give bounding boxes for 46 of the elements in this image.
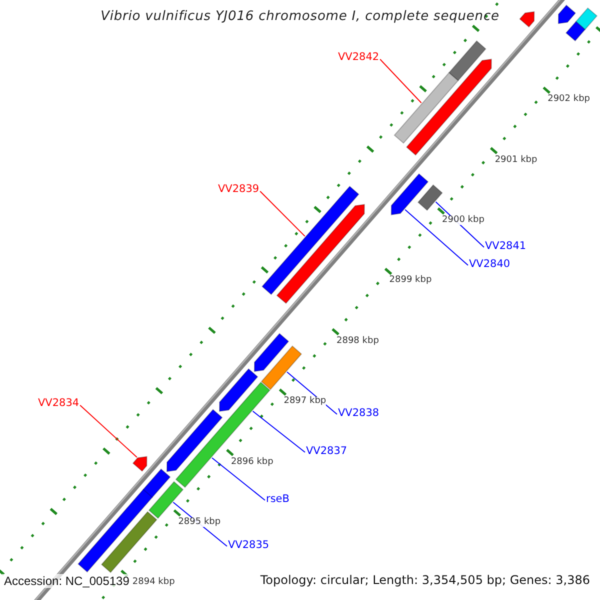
accession-text: Accession: NC_005139 (2, 574, 132, 588)
gene-feature (390, 173, 429, 216)
tick-label: 2899 kbp (389, 276, 432, 286)
tick-label: 2895 kbp (178, 518, 221, 527)
gene-feature (394, 72, 459, 144)
gene-label: VV2839 (218, 184, 260, 194)
gene-feature (417, 184, 443, 211)
gene-label: VV2838 (338, 408, 380, 418)
leader-line (404, 209, 468, 266)
leader-line (260, 190, 306, 237)
gene-feature (575, 7, 598, 30)
gene-label: rseB (266, 494, 290, 504)
gene-label: VV2837 (306, 446, 348, 456)
gene-feature (448, 40, 486, 82)
tick-label: 2896 kbp (230, 458, 274, 467)
gene-label: VV2841 (485, 241, 526, 252)
tick-label: 2898 kbp (336, 336, 379, 346)
gene-feature (406, 58, 492, 156)
gene-feature (260, 345, 302, 390)
leader-line (380, 58, 422, 104)
title: Vibrio vulnificus YJ016 chromosome I, complete sequence (100, 10, 500, 23)
tick-label: 2900 kbp (442, 216, 484, 225)
gene-feature (254, 332, 290, 372)
gene-feature (132, 456, 148, 472)
gene-feature (276, 204, 365, 304)
gene-feature (565, 20, 586, 42)
gene-label: VV2834 (38, 398, 80, 408)
gene-label: VV2842 (338, 52, 380, 62)
tick-label: 2902 kbp (548, 95, 590, 104)
leader-line (252, 410, 306, 453)
gene-feature (519, 11, 535, 28)
gene-feature (166, 408, 223, 472)
tick-label: 2901 kbp (494, 156, 538, 165)
topology-text: Topology: circular; Length: 3,354,505 bp; Genes: 3,386 (260, 574, 590, 586)
tick-label: 2894 kbp (132, 578, 175, 588)
gene-feature (219, 368, 258, 412)
gene-label: VV2840 (469, 259, 510, 270)
gene-feature (262, 186, 360, 296)
gene-feature (78, 488, 153, 573)
gene-feature (148, 481, 184, 519)
gene-label: VV2835 (228, 540, 270, 550)
leader-line (212, 457, 266, 501)
gene-feature (558, 4, 576, 24)
leader-line (80, 404, 138, 458)
tick-label: 2897 kbp (284, 397, 326, 406)
gene-feature (100, 511, 158, 574)
